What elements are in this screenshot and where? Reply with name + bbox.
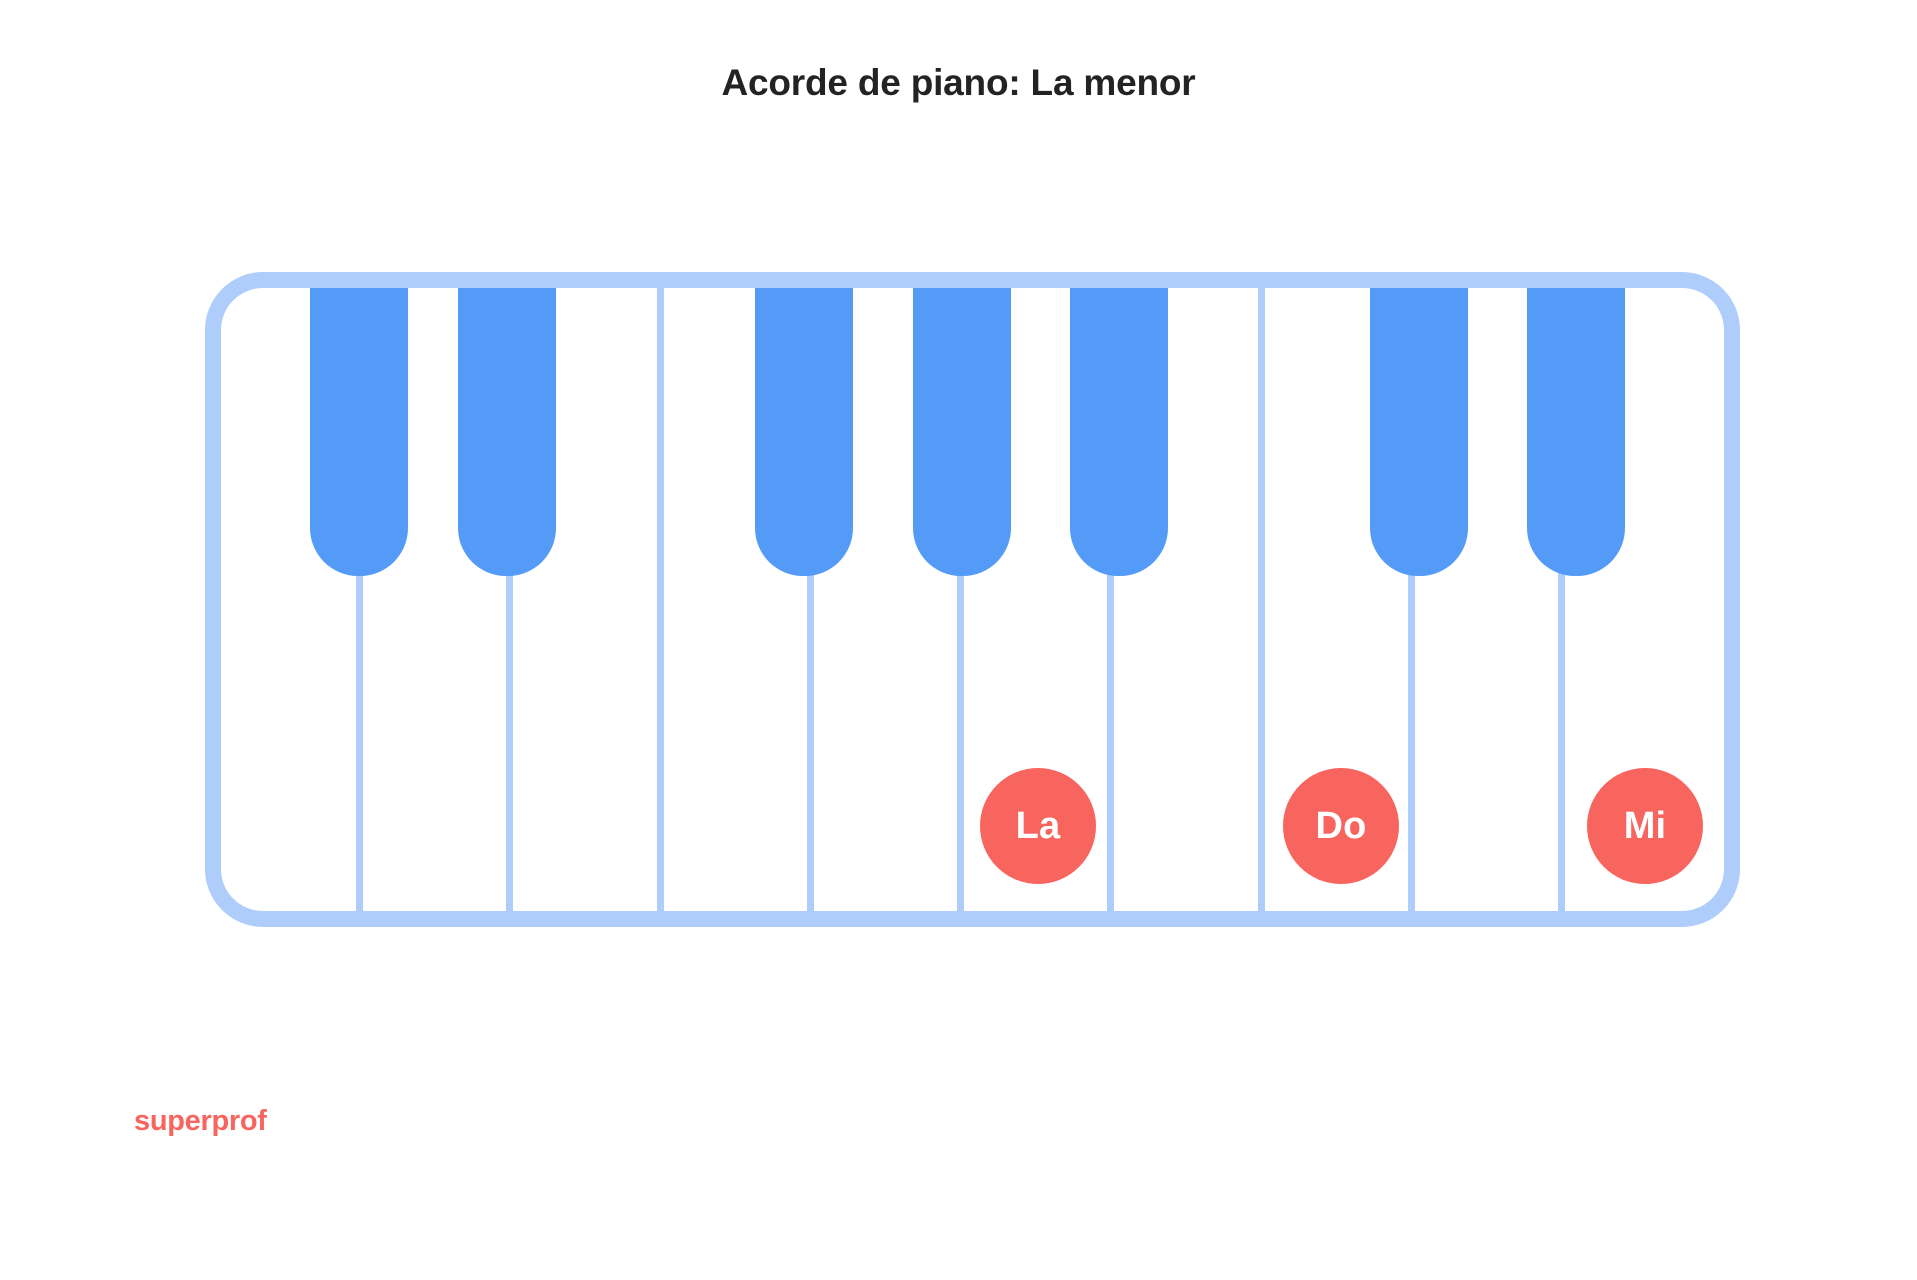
note-marker-mi: Mi xyxy=(1587,768,1703,884)
white-key-separator xyxy=(506,288,513,911)
white-key-separator xyxy=(957,288,964,911)
white-key-separator xyxy=(1408,288,1415,911)
note-marker-label: Do xyxy=(1315,804,1367,847)
note-marker-label: La xyxy=(1015,804,1061,847)
note-marker-do: Do xyxy=(1283,768,1399,884)
white-key-separator xyxy=(1558,288,1565,911)
black-key[interactable] xyxy=(1070,288,1168,576)
note-marker-la: La xyxy=(980,768,1096,884)
black-key[interactable] xyxy=(1370,288,1468,576)
white-key-separator xyxy=(807,288,814,911)
page-title: Acorde de piano: La menor xyxy=(721,62,1196,103)
white-key-separator xyxy=(1107,288,1114,911)
white-key-separator xyxy=(657,288,664,911)
black-key[interactable] xyxy=(310,288,408,576)
superprof-logo: superprof xyxy=(134,1105,267,1137)
black-key[interactable] xyxy=(755,288,853,576)
keyboard-keys-area xyxy=(221,288,1724,911)
white-key-separator xyxy=(1258,288,1265,911)
black-key[interactable] xyxy=(913,288,1011,576)
note-marker-label: Mi xyxy=(1623,804,1667,847)
black-key[interactable] xyxy=(458,288,556,576)
white-key-separator xyxy=(356,288,363,911)
black-key[interactable] xyxy=(1527,288,1625,576)
